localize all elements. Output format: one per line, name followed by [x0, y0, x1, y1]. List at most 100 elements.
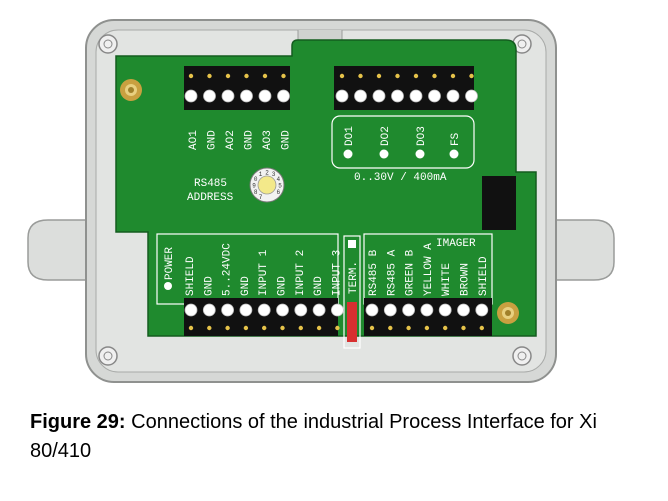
term-switch-top-icon [348, 240, 356, 248]
terminal-screw-icon[interactable] [330, 303, 344, 317]
terminal-screw-icon[interactable] [276, 303, 289, 317]
rotary-digit: 5 [278, 183, 282, 190]
rotary-digit: 3 [272, 171, 276, 178]
terminal-pin-icon [316, 325, 322, 331]
analog-terminal-label-1: GND [207, 130, 219, 150]
terminal-screw-icon[interactable] [383, 303, 397, 317]
terminal-screw-icon[interactable] [409, 89, 423, 103]
imager-terminal-label-3: YELLOW A [423, 243, 435, 296]
terminal-pin-icon [461, 325, 466, 331]
power-led-icon [164, 282, 172, 290]
corner-screw-icon [98, 346, 118, 366]
term-switch-slider [347, 302, 357, 342]
imager-terminal-label-0: RS485 B [368, 249, 380, 296]
terminal-screw-icon[interactable] [184, 303, 198, 317]
digital-output-label-2: DO3 [416, 126, 428, 146]
terminal-screw-icon[interactable] [258, 89, 272, 103]
term-switch-frame [343, 235, 361, 349]
imager-group-title: IMAGER [436, 238, 476, 250]
terminal-pin-icon [339, 73, 345, 79]
power-terminal-label-0: SHIELD [185, 256, 197, 296]
mounting-hole-icon [120, 79, 142, 101]
terminal-pin-icon [280, 325, 285, 331]
power-terminal-label-3: GND [240, 276, 252, 296]
terminal-screw-icon[interactable] [221, 89, 235, 103]
terminal-pin-icon [443, 325, 448, 331]
power-terminal-label-6: INPUT 2 [295, 250, 307, 296]
terminal-pin-icon [207, 325, 212, 331]
rotary-digit: 9 [252, 183, 256, 190]
terminal-pin-icon [262, 73, 268, 79]
terminal-screw-icon[interactable] [428, 89, 441, 103]
power-terminal-label-2: 5..24VDC [222, 243, 234, 296]
terminal-pin-icon [225, 73, 231, 79]
terminal-screw-icon[interactable] [240, 89, 253, 103]
terminal-pin-icon [376, 73, 382, 79]
terminal-screw-icon[interactable] [335, 89, 349, 103]
terminal-screw-icon[interactable] [184, 89, 198, 103]
terminal-block-power [184, 298, 338, 336]
output-led-icon [415, 149, 425, 159]
terminal-screw-icon[interactable] [277, 89, 290, 103]
analog-terminal-label-4: AO3 [262, 130, 274, 150]
relay-component [482, 176, 516, 230]
terminal-screw-icon[interactable] [257, 303, 271, 317]
power-terminal-label-5: GND [277, 276, 289, 296]
analog-terminal-label-0: AO1 [188, 130, 200, 150]
terminal-screw-icon[interactable] [465, 89, 478, 103]
terminal-pin-icon [406, 325, 411, 331]
terminal-pin-icon [244, 73, 249, 79]
terminal-screw-icon[interactable] [354, 89, 367, 103]
terminal-pin-icon [335, 325, 340, 331]
left-cable-gland [27, 219, 99, 281]
terminal-screw-icon[interactable] [475, 303, 489, 317]
terminal-screw-icon[interactable] [446, 89, 460, 103]
terminal-pin-icon [413, 73, 419, 79]
mounting-hole-icon [497, 302, 519, 324]
terminal-screw-icon[interactable] [202, 303, 216, 317]
output-rating-label: 0..30V / 400mA [354, 172, 447, 184]
rs485-address-label-line1: RS485 [194, 178, 227, 190]
terminal-screw-icon[interactable] [365, 303, 379, 317]
terminal-pin-icon [243, 325, 249, 331]
terminal-pin-icon [225, 325, 230, 331]
figure-caption: Figure 29: Connections of the industrial… [30, 408, 660, 466]
terminal-screw-icon[interactable] [221, 303, 235, 317]
terminal-pin-icon [395, 73, 400, 79]
terminal-pin-icon [188, 325, 194, 331]
terminal-screw-icon[interactable] [294, 303, 308, 317]
terminal-screw-icon[interactable] [391, 89, 404, 103]
figure-caption-label: Figure 29: [30, 411, 126, 433]
terminal-pin-icon [432, 73, 437, 79]
imager-terminal-label-6: SHIELD [478, 256, 490, 296]
terminal-pin-icon [262, 325, 267, 331]
terminal-block-digital [334, 66, 474, 110]
pcb-board [115, 39, 537, 337]
corner-screw-icon [98, 34, 118, 54]
terminal-screw-icon[interactable] [239, 303, 253, 317]
terminal-screw-icon[interactable] [438, 303, 452, 317]
power-terminal-label-4: INPUT 1 [258, 249, 270, 296]
terminal-pin-icon [207, 73, 212, 79]
digital-output-frame [331, 115, 475, 169]
digital-output-label-1: DO2 [380, 126, 392, 146]
analog-terminal-label-5: GND [281, 130, 293, 150]
terminal-screw-icon[interactable] [402, 303, 416, 317]
terminal-screw-icon[interactable] [420, 303, 434, 317]
terminal-screw-icon[interactable] [312, 303, 326, 317]
digital-output-label-3: FS [450, 132, 462, 146]
terminal-pin-icon [450, 73, 456, 79]
terminal-screw-icon[interactable] [457, 303, 470, 317]
terminal-pin-icon [281, 73, 286, 79]
terminal-pin-icon [298, 325, 303, 331]
analog-terminal-label-3: GND [244, 130, 256, 150]
imager-terminal-label-4: WHITE [441, 263, 453, 296]
rotary-digit: 1 [259, 171, 263, 178]
terminal-screw-icon[interactable] [372, 89, 386, 103]
right-cable-gland [543, 219, 615, 281]
power-terminal-label-8: INPUT 3 [331, 250, 343, 296]
rotary-digit: 7 [259, 194, 263, 201]
terminal-pin-icon [479, 325, 484, 331]
terminal-screw-icon[interactable] [203, 89, 216, 103]
terminal-pin-icon [188, 73, 194, 79]
